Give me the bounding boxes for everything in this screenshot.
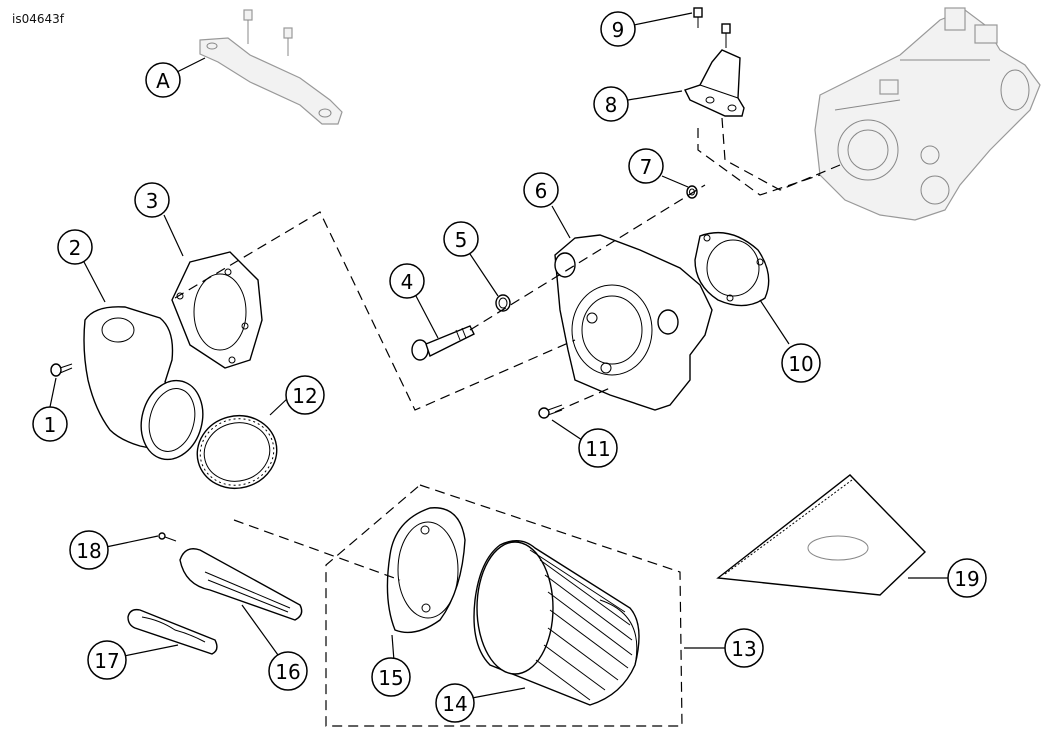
callout-10: 10 <box>781 343 821 383</box>
leader-lines <box>49 12 948 699</box>
callout-1: 1 <box>32 406 68 442</box>
callout-11: 11 <box>578 428 618 468</box>
callout-16: 16 <box>268 651 308 691</box>
callout-5: 5 <box>443 221 479 257</box>
screw-18-illustration <box>158 532 177 542</box>
callout-13: 13 <box>724 628 764 668</box>
assembly-lines <box>174 117 841 727</box>
callout-label-10: 10 <box>788 352 813 376</box>
callout-label-8: 8 <box>605 93 618 117</box>
callout-label-12: 12 <box>292 384 317 408</box>
gasket-3-illustration <box>171 251 263 369</box>
clamp-12-illustration <box>196 415 278 489</box>
callout-8: 8 <box>593 86 629 122</box>
badge-17-illustration <box>127 608 218 655</box>
callout-label-13: 13 <box>731 637 756 661</box>
callout-label-7: 7 <box>640 155 653 179</box>
packet-19-illustration <box>716 474 926 596</box>
callout-14: 14 <box>435 683 475 723</box>
callout-label-14: 14 <box>442 692 467 716</box>
intake-elbow-2-illustration <box>83 306 204 461</box>
o-ring-5-illustration <box>495 294 511 312</box>
callout-label-2: 2 <box>69 236 82 260</box>
callout-label-16: 16 <box>275 660 300 684</box>
figure-id: is04643f <box>12 12 64 26</box>
callout-label-6: 6 <box>535 179 548 203</box>
filter-plate-15-illustration <box>386 507 466 634</box>
screw-1-illustration <box>50 363 73 377</box>
mount-bracket-8-illustration <box>684 7 745 117</box>
callout-12: 12 <box>285 375 325 415</box>
callout-4: 4 <box>389 263 425 299</box>
o-ring-7-illustration <box>686 185 698 199</box>
callout-label-A: A <box>156 69 170 93</box>
bolt-4-illustration <box>411 325 475 361</box>
callout-7: 7 <box>628 148 664 184</box>
callout-3: 3 <box>134 182 170 218</box>
callout-label-17: 17 <box>94 649 119 673</box>
callout-6: 6 <box>523 172 559 208</box>
callout-18: 18 <box>69 530 109 570</box>
callout-label-19: 19 <box>954 567 979 591</box>
trim-16-illustration <box>179 548 303 621</box>
callout-label-9: 9 <box>612 18 625 42</box>
callout-A: A <box>145 62 181 98</box>
callout-label-18: 18 <box>76 539 101 563</box>
callout-label-3: 3 <box>146 189 159 213</box>
air-filter-14-illustration <box>473 540 640 706</box>
callout-17: 17 <box>87 640 127 680</box>
backing-plate-6-illustration <box>554 234 713 411</box>
callout-label-1: 1 <box>44 413 57 437</box>
callout-9: 9 <box>600 11 636 47</box>
screw-11-illustration <box>538 404 563 419</box>
callout-2: 2 <box>57 229 93 265</box>
callout-15: 15 <box>371 657 411 697</box>
gasket-10-illustration <box>694 231 770 307</box>
callout-19: 19 <box>947 558 987 598</box>
callout-label-5: 5 <box>455 228 468 252</box>
callout-label-15: 15 <box>378 666 403 690</box>
throttle-body-illustration <box>814 7 1041 221</box>
bracket-a-illustration <box>199 9 343 125</box>
callout-label-11: 11 <box>585 437 610 461</box>
callout-label-4: 4 <box>401 270 414 294</box>
